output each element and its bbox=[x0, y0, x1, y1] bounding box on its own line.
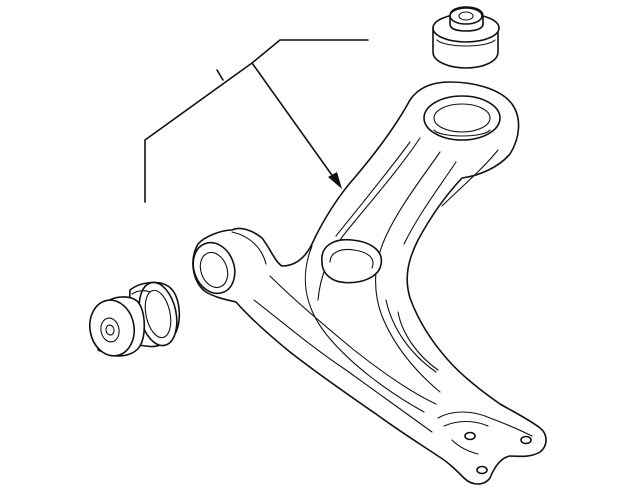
lower-control-arm bbox=[192, 81, 547, 485]
callout-leader bbox=[144, 39, 369, 203]
arrowhead-icon bbox=[328, 172, 342, 189]
rear-bushing bbox=[432, 6, 500, 69]
front-bushing bbox=[88, 281, 181, 357]
